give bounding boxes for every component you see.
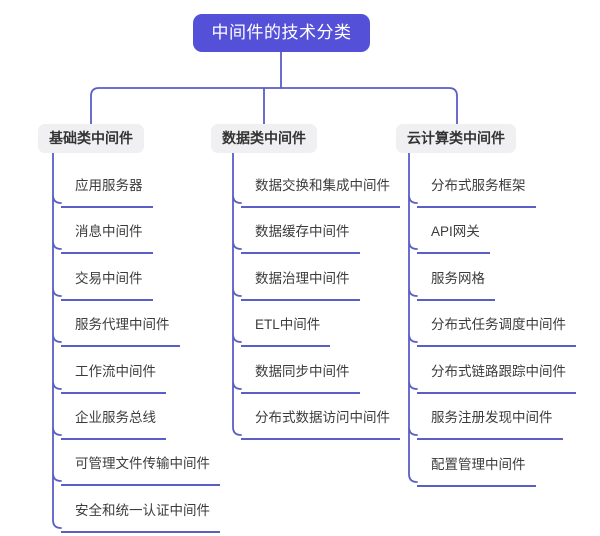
subtopic-node[interactable]: 可管理文件传输中间件 — [61, 454, 220, 486]
subtopic-node[interactable]: 企业服务总线 — [61, 408, 166, 440]
subtopic-node[interactable]: 分布式链路跟踪中间件 — [417, 362, 576, 394]
rail-cloud-line — [408, 152, 418, 483]
subtopic-node[interactable]: 配置管理中间件 — [417, 455, 536, 487]
rail-basic-line — [52, 152, 62, 529]
subtopic-node[interactable]: 服务代理中间件 — [61, 315, 180, 347]
subtopic-node[interactable]: 服务网格 — [417, 269, 495, 301]
subtopic-node[interactable]: 数据同步中间件 — [241, 362, 360, 394]
rail-data-line — [232, 152, 242, 436]
subtopic-node[interactable]: 数据治理中间件 — [241, 269, 360, 301]
subtopic-node[interactable]: 应用服务器 — [61, 176, 153, 208]
central-topic-node[interactable]: 中间件的技术分类 — [193, 14, 370, 52]
subtopic-node[interactable]: 服务注册发现中间件 — [417, 408, 563, 440]
subtopic-node[interactable]: 安全和统一认证中间件 — [61, 501, 220, 533]
subtopic-node[interactable]: 交易中间件 — [61, 269, 153, 301]
subtopic-node[interactable]: 分布式数据访问中间件 — [241, 408, 400, 440]
subtopic-node[interactable]: 数据缓存中间件 — [241, 222, 360, 254]
subtopic-node[interactable]: ETL中间件 — [241, 315, 331, 347]
branch-node-basic[interactable]: 基础类中间件 — [38, 124, 144, 153]
branch-beam-line — [90, 87, 458, 125]
subtopic-node[interactable]: 消息中间件 — [61, 222, 153, 254]
branch-node-data[interactable]: 数据类中间件 — [211, 124, 317, 153]
subtopic-node[interactable]: API网关 — [417, 222, 490, 254]
branch-node-cloud[interactable]: 云计算类中间件 — [396, 124, 516, 153]
subtopic-node[interactable]: 分布式任务调度中间件 — [417, 315, 576, 347]
subtopic-node[interactable]: 数据交换和集成中间件 — [241, 176, 400, 208]
subtopic-node[interactable]: 分布式服务框架 — [417, 176, 536, 208]
subtopic-node[interactable]: 工作流中间件 — [61, 362, 166, 394]
